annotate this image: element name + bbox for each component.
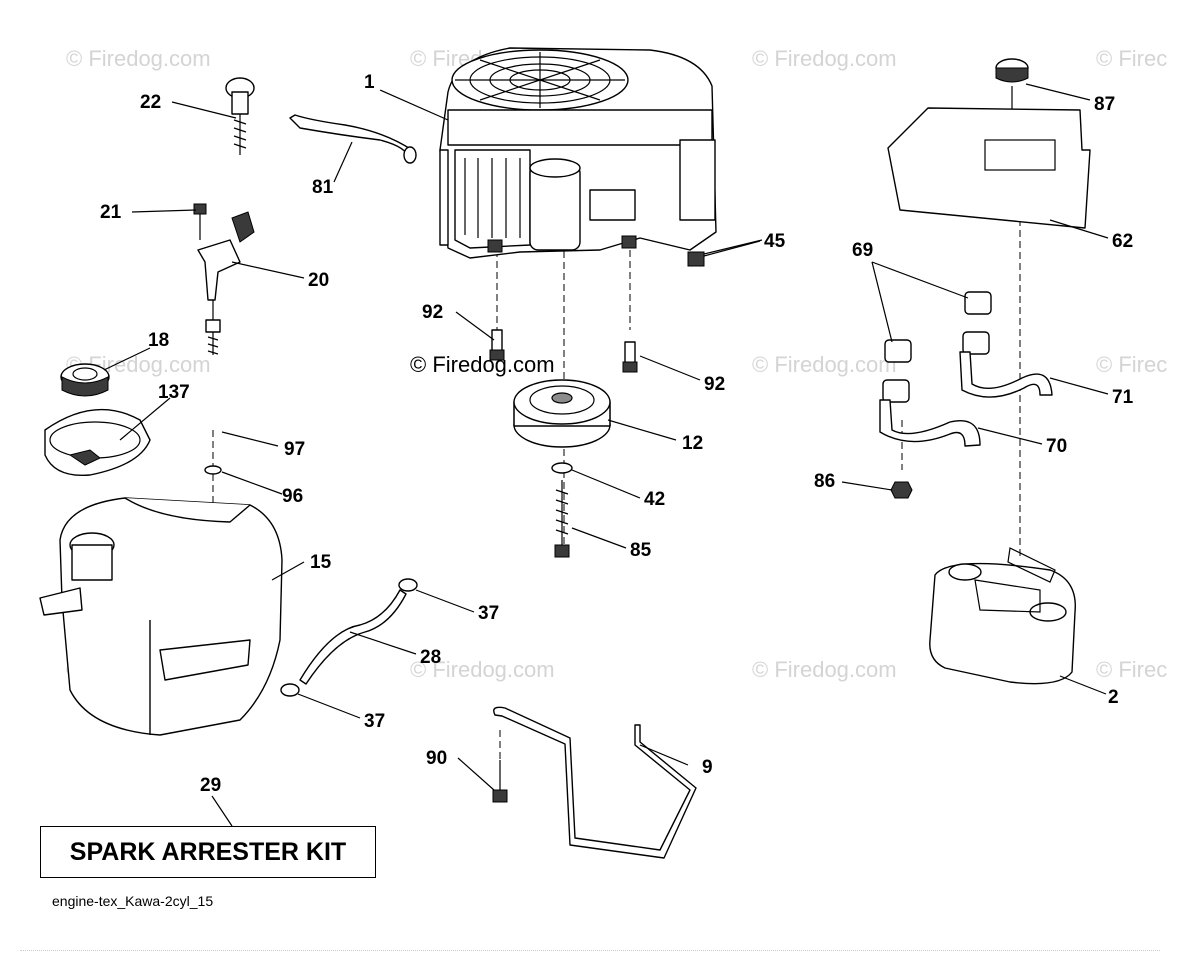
watermark: © Firec — [1096, 657, 1167, 682]
callout-92: 92 — [704, 374, 725, 395]
callout-62: 62 — [1112, 231, 1133, 252]
part-87-knob — [995, 58, 1029, 110]
watermark: © Firec — [1096, 46, 1167, 71]
callout-70: 70 — [1046, 436, 1067, 457]
callout-2: 2 — [1108, 687, 1119, 708]
watermark: © Firec — [1096, 352, 1167, 377]
part-2-muffler — [929, 547, 1076, 685]
watermark: © Firedog.com — [752, 46, 897, 71]
part-62-shield — [887, 107, 1091, 229]
center-watermark: © Firedog.com — [410, 352, 555, 377]
part-97-bolt — [205, 319, 221, 355]
part-9-bracket — [493, 706, 697, 859]
watermark: © Firedog.com — [752, 657, 897, 682]
callout-90: 90 — [426, 748, 447, 769]
part-12-pulley — [513, 379, 611, 448]
callout-28: 28 — [420, 647, 441, 668]
callout-9: 9 — [702, 757, 713, 778]
part-20 — [193, 203, 255, 320]
engine-drawing — [439, 47, 717, 259]
part-90-bolt — [492, 760, 508, 803]
part-45-spark-plug — [687, 239, 763, 267]
callout-37: 37 — [478, 603, 499, 624]
callout-96: 96 — [282, 486, 303, 507]
part-28-fuel-line — [280, 578, 418, 697]
spark-arrester-kit-box: SPARK ARRESTER KIT — [40, 826, 376, 878]
callout-42: 42 — [644, 489, 665, 510]
callout-81: 81 — [312, 177, 334, 198]
part-70-pipe — [879, 399, 981, 447]
part-96-washer — [204, 465, 222, 475]
callout-37: 37 — [364, 711, 385, 732]
part-15-tank — [39, 497, 283, 736]
part-42-washer — [551, 462, 573, 474]
callout-69: 69 — [852, 240, 873, 261]
part-22 — [225, 77, 255, 155]
diagram-caption: engine-tex_Kawa-2cyl_15 — [52, 893, 214, 909]
callout-29: 29 — [200, 775, 221, 796]
callout-85: 85 — [630, 540, 652, 561]
part-71-pipe — [959, 351, 1053, 398]
callout-86: 86 — [814, 471, 835, 492]
footer-divider — [20, 950, 1160, 951]
callout-92: 92 — [422, 302, 443, 323]
hose-81 — [289, 114, 413, 161]
callout-21: 21 — [100, 202, 122, 223]
callout-97: 97 — [284, 439, 305, 460]
callout-1: 1 — [364, 72, 375, 93]
callout-22: 22 — [140, 92, 161, 113]
part-92-bolts — [489, 329, 638, 373]
callouts: 1 2 9 12 15 18 20 21 22 28 29 37 37 42 4… — [100, 72, 1134, 796]
watermark: © Firedog.com — [410, 657, 555, 682]
watermark: © Firedog.com — [752, 352, 897, 377]
callout-12: 12 — [682, 433, 703, 454]
callout-45: 45 — [764, 231, 786, 252]
callout-87: 87 — [1094, 94, 1115, 115]
callout-71: 71 — [1112, 387, 1134, 408]
part-86-nut — [890, 481, 913, 499]
leader-lines — [103, 83, 1109, 827]
callout-15: 15 — [310, 552, 332, 573]
spark-arrester-kit-label: SPARK ARRESTER KIT — [69, 837, 347, 866]
watermark: © Firedog.com — [66, 46, 211, 71]
callout-18: 18 — [148, 330, 169, 351]
part-18-cap — [60, 363, 110, 397]
part-137-funnel — [44, 408, 151, 477]
part-69-gaskets — [882, 291, 992, 403]
callout-137: 137 — [158, 382, 190, 403]
callout-20: 20 — [308, 270, 329, 291]
part-85-bolt — [554, 480, 570, 558]
